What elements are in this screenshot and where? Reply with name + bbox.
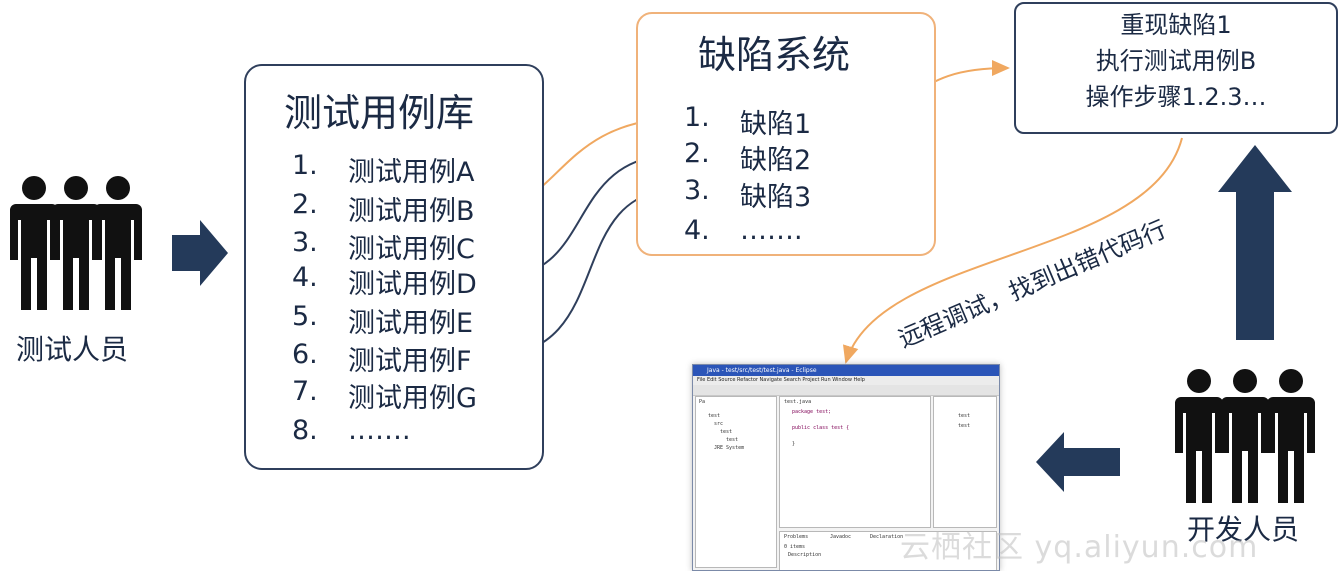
eclipse-package-explorer: Pa test src test test JRE System	[695, 396, 777, 568]
code-line: }	[792, 441, 796, 447]
eclipse-menu-bar: File Edit Source Refactor Navigate Searc…	[693, 376, 999, 385]
tree-item: test	[720, 429, 733, 435]
left-arrow-icon	[1036, 432, 1120, 492]
list-item-number: 4.	[684, 215, 710, 246]
eclipse-problems-panel: Problems Javadoc Declaration 0 items Des…	[779, 531, 997, 570]
eclipse-toolbar	[693, 385, 999, 396]
list-item-number: 2.	[292, 189, 318, 220]
bottom-tab: Problems	[784, 534, 809, 540]
outline-item: test	[958, 423, 971, 429]
developers-people-icon	[1175, 369, 1315, 503]
list-item-number: 8.	[292, 415, 318, 446]
list-item: 3. 缺陷3	[684, 175, 811, 213]
list-item-text: 缺陷3	[740, 182, 812, 213]
bottom-row: 0 items	[784, 544, 806, 550]
list-item-text: 缺陷1	[740, 109, 812, 140]
list-item: 4. 测试用例D	[292, 262, 477, 300]
eclipse-left-tab: Pa	[699, 399, 706, 405]
list-item-text: 测试用例C	[348, 234, 475, 265]
tree-item: test	[708, 413, 721, 419]
code-line: public class test {	[792, 425, 850, 431]
up-arrow-icon	[1218, 145, 1292, 340]
list-item-number: 3.	[292, 227, 318, 258]
eclipse-outline: test test	[933, 396, 997, 528]
testers-label: 测试人员	[16, 333, 129, 366]
list-item-number: 1.	[684, 102, 710, 133]
list-item-text: 测试用例G	[348, 383, 477, 414]
developers-label: 开发人员	[1187, 513, 1300, 546]
eclipse-editor-tab: test.java	[784, 399, 812, 405]
code-line: package test;	[792, 409, 832, 415]
list-item-number: 2.	[684, 138, 710, 169]
defect-system-title: 缺陷系统	[698, 33, 851, 77]
watermark: 云栖社区 yq.aliyun.com	[900, 530, 1259, 565]
list-item: 6. 测试用例F	[292, 339, 472, 377]
list-item-number: 5.	[292, 301, 318, 332]
eclipse-window-title: Java - test/src/test/test.java - Eclipse	[693, 365, 999, 376]
list-item-text: …….	[740, 215, 803, 246]
list-item-text: 缺陷2	[740, 145, 812, 176]
reproduce-line-1: 重现缺陷1	[1120, 11, 1232, 39]
list-item-text: 测试用例D	[348, 269, 477, 300]
list-item: 7. 测试用例G	[292, 376, 477, 414]
list-item: 1. 缺陷1	[684, 102, 811, 140]
test-case-library-box: 测试用例库 1. 测试用例A 2. 测试用例B 3. 测试用例C 4. 测试用例D 5.…	[244, 64, 544, 470]
tree-item: test	[726, 437, 739, 443]
bottom-tab: Declaration	[870, 534, 904, 540]
eclipse-ide-screenshot: Java - test/src/test/test.java - Eclipse…	[692, 364, 1000, 571]
tree-item: src	[714, 421, 724, 427]
list-item-text: 测试用例A	[348, 157, 475, 188]
list-item: 2. 测试用例B	[292, 189, 475, 227]
list-item-text: 测试用例F	[348, 346, 472, 377]
link-reproduce-to-eclipse	[843, 137, 1183, 364]
bottom-tab: Javadoc	[830, 534, 852, 540]
list-item-text: 测试用例B	[348, 196, 475, 227]
reproduce-line-3: 操作步骤1.2.3…	[1085, 83, 1267, 111]
list-item-text: 测试用例E	[348, 308, 474, 339]
testers-people-icon	[10, 176, 142, 310]
tree-item: JRE System	[714, 445, 745, 451]
list-item: 8. …….	[292, 415, 411, 446]
list-item: 2. 缺陷2	[684, 138, 811, 176]
reproduce-line-2: 执行测试用例B	[1095, 47, 1257, 75]
list-item: 4. …….	[684, 215, 803, 246]
list-item-number: 4.	[292, 262, 318, 293]
list-item-number: 3.	[684, 175, 710, 206]
list-item-number: 1.	[292, 150, 318, 181]
bottom-row: Description	[788, 552, 822, 558]
list-item-number: 6.	[292, 339, 318, 370]
list-item-number: 7.	[292, 376, 318, 407]
defect-system-box: 缺陷系统 1. 缺陷1 2. 缺陷2 3. 缺陷3 4. …….	[636, 12, 936, 256]
list-item: 1. 测试用例A	[292, 150, 474, 188]
list-item: 5. 测试用例E	[292, 301, 473, 339]
right-arrow-icon	[172, 220, 228, 286]
list-item: 3. 测试用例C	[292, 227, 475, 265]
outline-item: test	[958, 413, 971, 419]
list-item-text: …….	[348, 415, 411, 446]
eclipse-editor: test.java package test; public class tes…	[779, 396, 931, 528]
reproduce-defect-box: 重现缺陷1 执行测试用例B 操作步骤1.2.3…	[1014, 2, 1338, 134]
test-case-library-title: 测试用例库	[284, 91, 475, 135]
